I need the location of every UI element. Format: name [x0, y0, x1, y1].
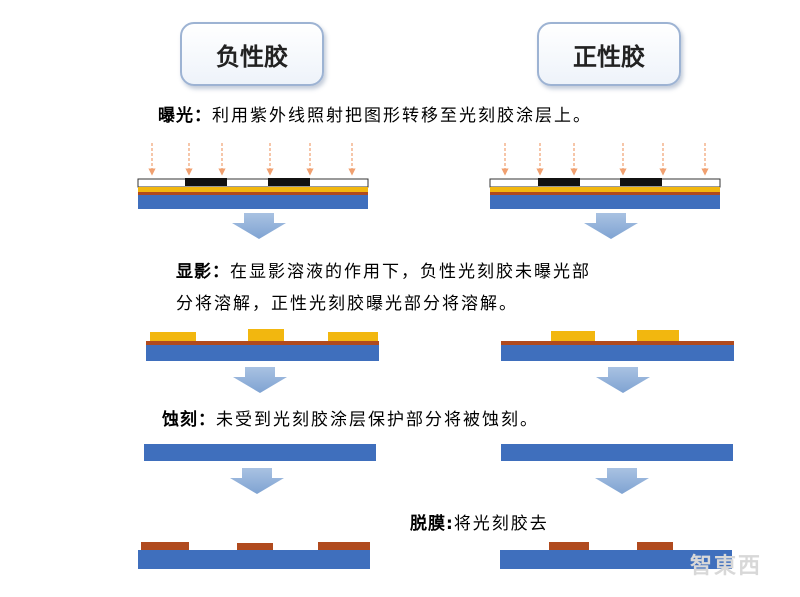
- down-arrow-3-negative: [230, 468, 284, 494]
- positive-resist-title-text: 正性胶: [573, 42, 645, 71]
- watermark-logo: 智東西: [690, 554, 763, 579]
- develop-desc-line2: 分将溶解，正性光刻胶曝光部分将溶解。: [176, 294, 518, 314]
- develop-term: 显影: [176, 262, 212, 282]
- uv-arrows-positive: [501, 143, 709, 176]
- etch-sep: ：: [198, 410, 216, 430]
- exposure-stack-positive: [489, 178, 721, 209]
- etch-desc: 未受到光刻胶涂层保护部分将被蚀刻。: [216, 410, 539, 430]
- negative-resist-title: 负性胶: [180, 22, 324, 86]
- exposure-term: 曝光: [158, 106, 194, 126]
- down-arrow-2-positive: [596, 367, 650, 393]
- etch-substrate-negative: [144, 444, 376, 461]
- develop-stack-positive: [501, 330, 734, 361]
- develop-stack-negative: [146, 329, 379, 361]
- strip-desc: 将光刻胶去: [453, 514, 549, 534]
- negative-resist-title-text: 负性胶: [216, 42, 288, 71]
- strip-term: 脱膜: [410, 514, 446, 534]
- develop-step-label-line2: 分将溶解，正性光刻胶曝光部分将溶解。: [176, 289, 518, 314]
- exposure-stack-negative: [137, 178, 369, 209]
- strip-stack-negative: [138, 542, 370, 569]
- down-arrow-2-negative: [233, 367, 287, 393]
- exposure-sep: ：: [194, 106, 212, 126]
- down-arrow-3-positive: [595, 468, 649, 494]
- strip-stack-positive: [500, 542, 732, 569]
- etch-term: 蚀刻: [162, 410, 198, 430]
- etch-step-label: 蚀刻：未受到光刻胶涂层保护部分将被蚀刻。: [162, 405, 539, 430]
- develop-sep: ：: [212, 262, 230, 282]
- exposure-desc: 利用紫外线照射把图形转移至光刻胶涂层上。: [212, 106, 592, 126]
- positive-resist-title: 正性胶: [537, 22, 681, 86]
- etch-substrate-positive: [501, 444, 733, 461]
- strip-step-label: 脱膜:将光刻胶去: [410, 509, 549, 534]
- down-arrow-1-negative: [232, 213, 286, 239]
- exposure-step-label: 曝光：利用紫外线照射把图形转移至光刻胶涂层上。: [158, 101, 592, 126]
- uv-arrows-negative: [148, 143, 356, 176]
- strip-sep: :: [446, 514, 454, 534]
- develop-step-label: 显影：在显影溶液的作用下，负性光刻胶未曝光部: [176, 257, 591, 282]
- develop-desc-line1: 在显影溶液的作用下，负性光刻胶未曝光部: [230, 262, 591, 282]
- down-arrow-1-positive: [584, 213, 638, 239]
